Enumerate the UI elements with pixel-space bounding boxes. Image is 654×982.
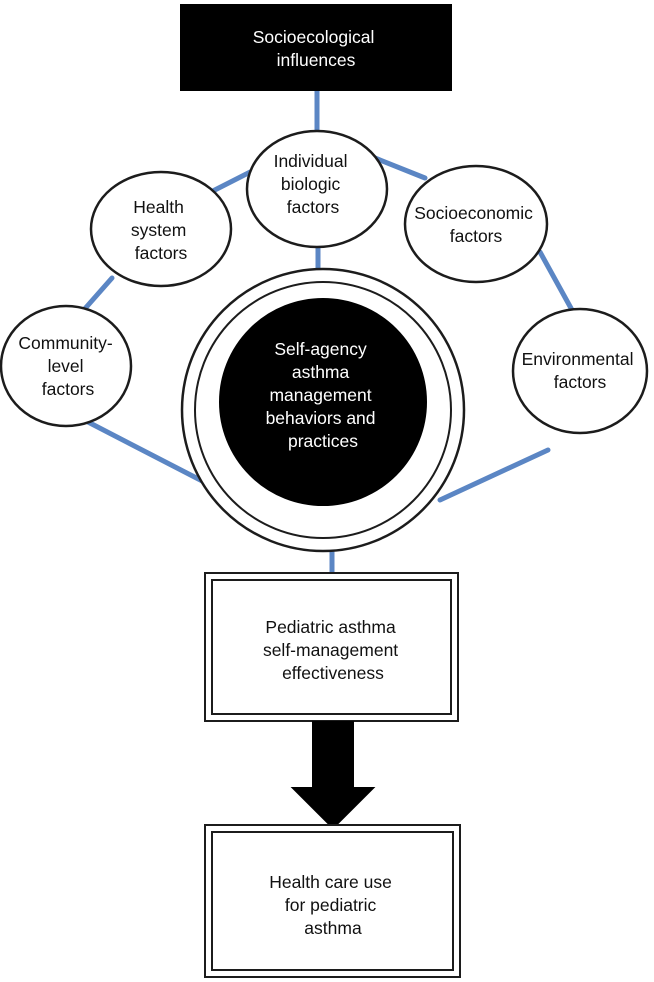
health-system-line-1: Health bbox=[133, 197, 184, 217]
outcome-line-1: Health care use bbox=[269, 872, 392, 892]
environmental-line-1: Environmental bbox=[522, 349, 634, 369]
svg-text:Socioeconomic factors: Socioeconomic factors bbox=[414, 203, 538, 246]
center-line-4: behaviors and bbox=[266, 408, 376, 428]
socioeconomic-factors-node: Socioeconomic factors bbox=[403, 164, 549, 284]
center-line-2: asthma bbox=[292, 362, 350, 382]
environmental-factors-node: Environmental factors bbox=[511, 307, 649, 435]
individual-line-1: Individual bbox=[274, 151, 348, 171]
svg-text:Community- level f: Community- level factors bbox=[18, 333, 117, 399]
connector-community-ring bbox=[85, 419, 213, 488]
svg-text:Individual biologic: Individual biologic factors bbox=[274, 151, 353, 217]
community-line-2: level bbox=[48, 356, 84, 376]
center-line-1: Self-agency bbox=[274, 339, 367, 359]
health-care-use-box: Health care use for pediatric asthma bbox=[204, 824, 461, 978]
svg-text:Socioecological influenc: Socioecological influences bbox=[253, 27, 379, 70]
center-line-5: practices bbox=[288, 431, 358, 451]
socioeconomic-line-1: Socioeconomic bbox=[414, 203, 533, 223]
down-arrow-icon bbox=[290, 721, 376, 830]
effectiveness-line-1: Pediatric asthma bbox=[265, 617, 396, 637]
self-agency-center-node: Self-agency asthma management behaviors … bbox=[219, 298, 427, 506]
top-box-line-2: influences bbox=[277, 50, 356, 70]
connector-environmental-ring bbox=[437, 447, 551, 503]
individual-line-2: biologic bbox=[281, 174, 341, 194]
connector-individual-socio bbox=[372, 155, 428, 181]
svg-text:Self-agency asthma: Self-agency asthma management behaviors … bbox=[266, 339, 381, 451]
health-system-line-3: factors bbox=[135, 243, 188, 263]
connector-health-community bbox=[79, 275, 115, 315]
socioecological-influences-box: Socioecological influences bbox=[180, 4, 452, 91]
effectiveness-line-3: effectiveness bbox=[282, 663, 384, 683]
self-management-effectiveness-box: Pediatric asthma self-management effecti… bbox=[204, 572, 459, 722]
outcome-line-3: asthma bbox=[304, 918, 362, 938]
svg-text:Health care use for pedi: Health care use for pediatric asthma bbox=[269, 872, 396, 938]
svg-text:Pediatric asthma self-ma: Pediatric asthma self-management effecti… bbox=[263, 617, 403, 683]
center-line-3: management bbox=[269, 385, 371, 405]
connector-socio-environmental bbox=[537, 249, 575, 313]
top-box-line-1: Socioecological bbox=[253, 27, 375, 47]
community-line-1: Community- bbox=[18, 333, 112, 353]
individual-line-3: factors bbox=[287, 197, 340, 217]
svg-text:Health system fact: Health system factors bbox=[131, 197, 191, 263]
environmental-line-2: factors bbox=[554, 372, 607, 392]
community-line-3: factors bbox=[42, 379, 95, 399]
effectiveness-line-2: self-management bbox=[263, 640, 398, 660]
health-system-line-2: system bbox=[131, 220, 186, 240]
svg-text:Environmental factors: Environmental factors bbox=[522, 349, 639, 392]
individual-biologic-factors-node: Individual biologic factors bbox=[245, 129, 389, 249]
community-level-factors-node: Community- level factors bbox=[0, 304, 133, 428]
outcome-line-2: for pediatric bbox=[285, 895, 377, 915]
socioeconomic-line-2: factors bbox=[450, 226, 503, 246]
health-system-factors-node: Health system factors bbox=[89, 170, 233, 288]
